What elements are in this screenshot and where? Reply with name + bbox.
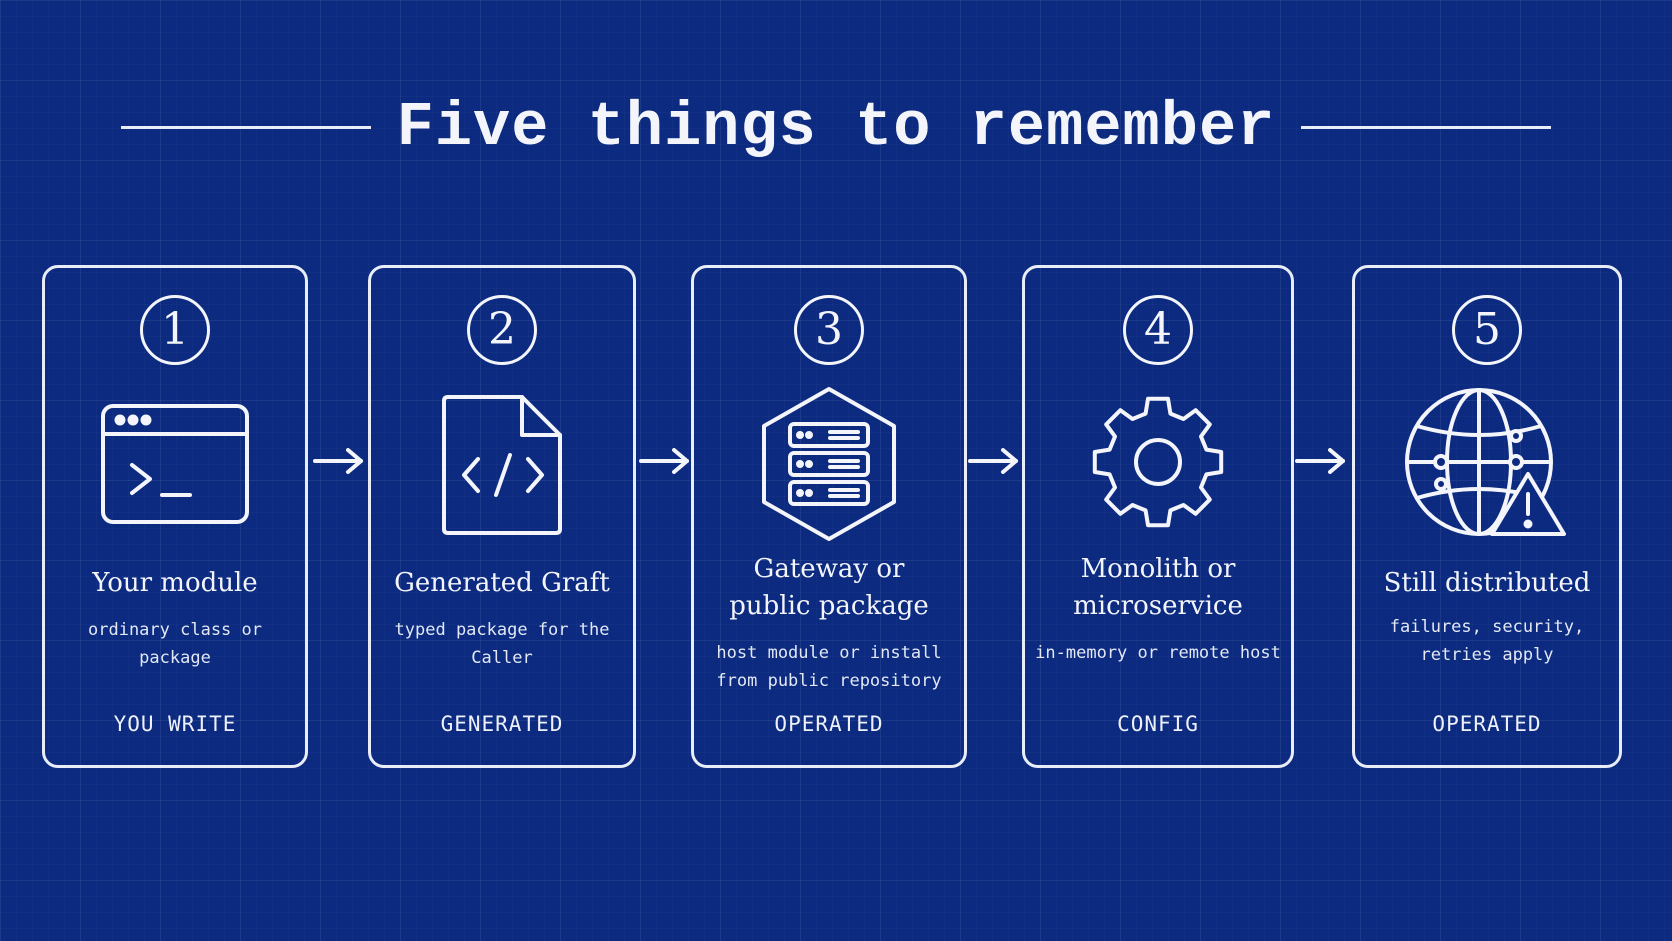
card-heading: Generated Graft <box>394 568 610 598</box>
title-rule-left <box>120 126 371 129</box>
title-row: Five things to remember <box>0 92 1672 163</box>
card-generated-graft: 2 Generated Graft typed package for the … <box>368 265 636 768</box>
card-subtitle: in-memory or remote host <box>1035 643 1281 663</box>
card-tag: OPERATED <box>1432 712 1542 736</box>
card-still-distributed: 5 Still distributed failures, security, … <box>1352 265 1622 768</box>
card-subtitle: failures, security, retries apply <box>1389 617 1585 665</box>
globe-warning-icon <box>1404 386 1570 538</box>
card-heading: Gateway or public package <box>729 554 929 621</box>
card-subtitle: typed package for the Caller <box>394 620 610 668</box>
card-tag: GENERATED <box>440 712 564 736</box>
card-subtitle: host module or install from public repos… <box>716 643 942 691</box>
card-your-module: 1 Your module ordinary class or package … <box>42 265 308 768</box>
card-heading: Monolith or microservice <box>1073 554 1243 621</box>
card-tag: CONFIG <box>1117 712 1199 736</box>
server-hexagon-icon <box>760 386 898 542</box>
card-subtitle: ordinary class or package <box>88 620 262 668</box>
step-number-3: 3 <box>794 295 864 365</box>
card-heading: Still distributed <box>1383 568 1591 598</box>
step-number-4: 4 <box>1123 295 1193 365</box>
gear-icon <box>1088 392 1228 532</box>
card-gateway: 3 Gateway or public package host module … <box>691 265 967 768</box>
title-rule-right <box>1301 126 1552 129</box>
card-tag: OPERATED <box>774 712 884 736</box>
arrow-right-icon <box>967 446 1021 476</box>
page-title: Five things to remember <box>396 92 1276 163</box>
step-number-5: 5 <box>1452 295 1522 365</box>
code-file-icon <box>440 393 564 537</box>
step-number-1: 1 <box>140 295 210 365</box>
card-heading: Your module <box>92 568 258 598</box>
arrow-right-icon <box>312 446 366 476</box>
step-number-2: 2 <box>467 295 537 365</box>
arrow-right-icon <box>1294 446 1348 476</box>
terminal-window-icon <box>100 403 250 525</box>
arrow-right-icon <box>638 446 692 476</box>
card-monolith: 4 Monolith or microservice in-memory or … <box>1022 265 1294 768</box>
card-tag: YOU WRITE <box>113 712 237 736</box>
